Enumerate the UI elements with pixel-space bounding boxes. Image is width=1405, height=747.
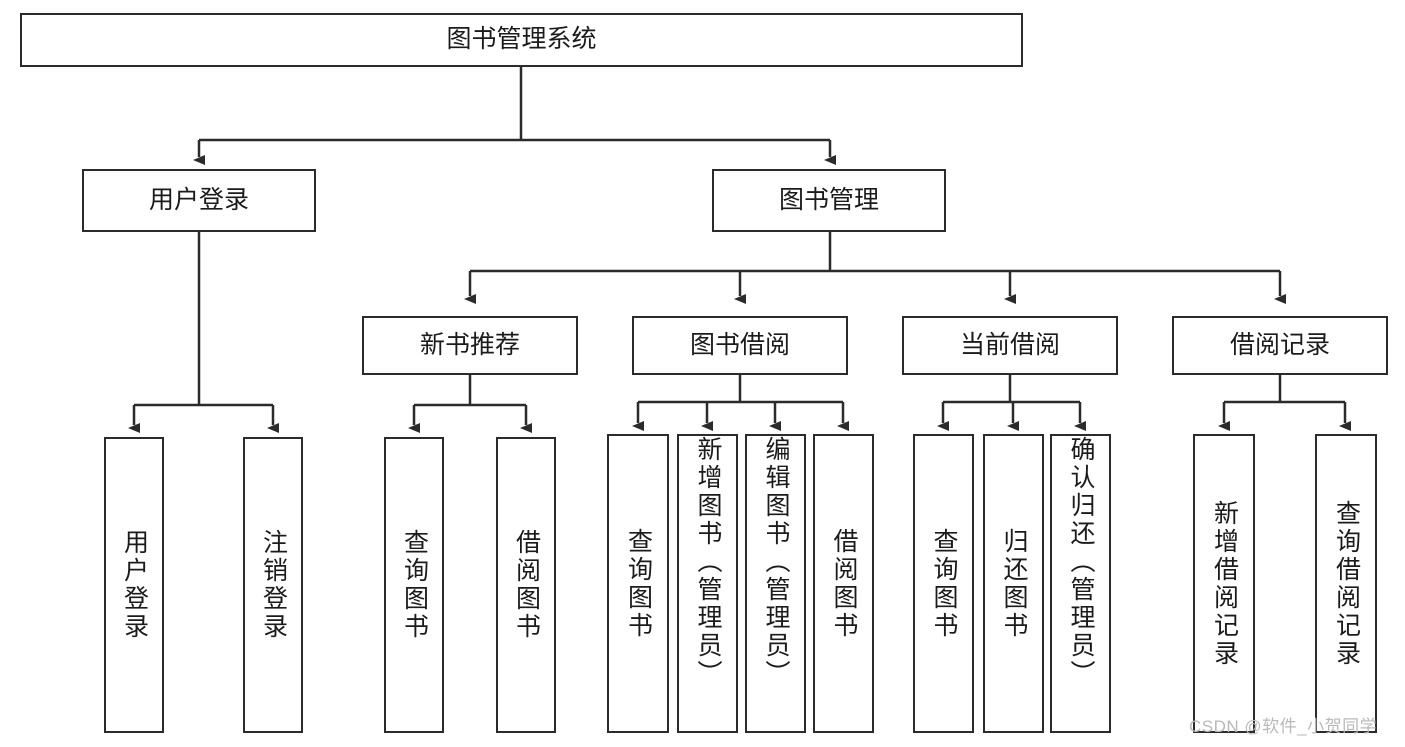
csdn-watermark: CSDN @软件_小贺同学: [1189, 717, 1378, 736]
node-leaf-edit-book-label: 编辑图书（管理员）: [762, 436, 790, 688]
node-borrow-record-label: 借阅记录: [1229, 330, 1330, 359]
node-leaf-query-book-3-label: 查询图书: [930, 527, 958, 640]
node-leaf-logout-label: 注销登录: [259, 529, 288, 641]
node-leaf-add-record-label: 新增借阅记录: [1210, 499, 1239, 668]
node-leaf-logout[interactable]: 注销登录: [243, 437, 303, 733]
node-leaf-add-book-label: 新增图书（管理员）: [694, 436, 722, 688]
node-leaf-borrow-book-1[interactable]: 借阅图书: [496, 437, 556, 733]
node-leaf-query-record[interactable]: 查询借阅记录: [1315, 434, 1377, 733]
node-root[interactable]: 图书管理系统: [20, 13, 1023, 67]
node-leaf-query-record-label: 查询借阅记录: [1332, 499, 1361, 668]
node-leaf-query-book-3[interactable]: 查询图书: [913, 434, 974, 733]
node-borrow-record[interactable]: 借阅记录: [1172, 316, 1388, 375]
node-leaf-borrow-book-1-label: 借阅图书: [512, 529, 541, 641]
node-book-borrow[interactable]: 图书借阅: [632, 316, 848, 375]
node-user-login-label: 用户登录: [148, 185, 249, 214]
node-new-book-recommend[interactable]: 新书推荐: [362, 316, 578, 375]
node-user-login[interactable]: 用户登录: [82, 169, 316, 232]
node-leaf-query-book-2[interactable]: 查询图书: [607, 434, 669, 733]
node-root-label: 图书管理系统: [446, 25, 597, 54]
node-new-book-recommend-label: 新书推荐: [419, 330, 520, 359]
node-book-manage-label: 图书管理: [778, 185, 879, 214]
node-leaf-query-book-1[interactable]: 查询图书: [384, 437, 444, 733]
node-leaf-return-book-label: 归还图书: [1000, 527, 1028, 640]
node-book-borrow-label: 图书借阅: [689, 330, 790, 359]
node-leaf-confirm-return-label: 确认归还（管理员）: [1067, 436, 1095, 688]
node-leaf-confirm-return[interactable]: 确认归还（管理员）: [1050, 434, 1111, 733]
node-leaf-query-book-1-label: 查询图书: [400, 529, 429, 641]
node-leaf-edit-book[interactable]: 编辑图书（管理员）: [745, 434, 806, 733]
node-leaf-borrow-book-2-label: 借阅图书: [830, 527, 858, 640]
node-leaf-add-book[interactable]: 新增图书（管理员）: [677, 434, 738, 733]
node-leaf-query-book-2-label: 查询图书: [624, 527, 653, 640]
node-leaf-borrow-book-2[interactable]: 借阅图书: [813, 434, 874, 733]
node-leaf-user-login-label: 用户登录: [120, 529, 149, 641]
node-leaf-user-login[interactable]: 用户登录: [104, 437, 164, 733]
node-leaf-return-book[interactable]: 归还图书: [983, 434, 1044, 733]
node-leaf-add-record[interactable]: 新增借阅记录: [1193, 434, 1255, 733]
node-current-borrow[interactable]: 当前借阅: [902, 316, 1118, 375]
node-current-borrow-label: 当前借阅: [959, 330, 1060, 359]
node-book-manage[interactable]: 图书管理: [712, 169, 946, 232]
